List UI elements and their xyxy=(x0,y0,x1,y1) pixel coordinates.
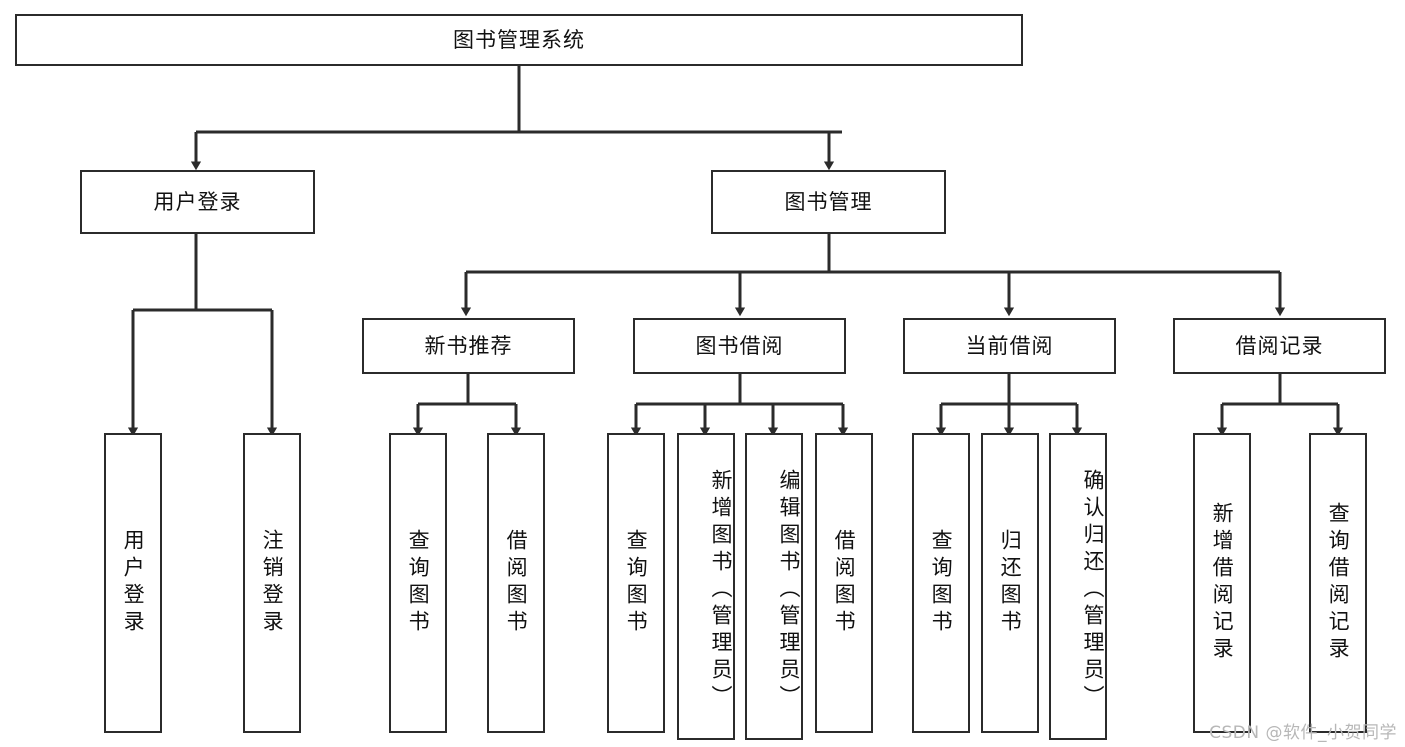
node-leaf-logout-login[interactable]: 注销登录 xyxy=(243,433,301,733)
node-leaf-edit-book-label: 编辑图书（管理员） xyxy=(777,469,801,712)
node-leaf-query-book-2-label: 查询图书 xyxy=(624,529,649,637)
node-leaf-logout-login-label: 注销登录 xyxy=(260,529,285,637)
node-leaf-query-book-2[interactable]: 查询图书 xyxy=(607,433,665,733)
node-leaf-add-record[interactable]: 新增借阅记录 xyxy=(1193,433,1251,733)
node-new-book-recommend[interactable]: 新书推荐 xyxy=(362,318,575,374)
node-root[interactable]: 图书管理系统 xyxy=(15,14,1023,66)
node-user-login-label: 用户登录 xyxy=(153,189,242,214)
node-leaf-borrow-book-1[interactable]: 借阅图书 xyxy=(487,433,545,733)
node-new-book-recommend-label: 新书推荐 xyxy=(424,333,513,358)
node-book-manage[interactable]: 图书管理 xyxy=(711,170,946,234)
node-borrow-record-label: 借阅记录 xyxy=(1235,333,1324,358)
node-root-label: 图书管理系统 xyxy=(453,27,585,52)
node-borrow-record[interactable]: 借阅记录 xyxy=(1173,318,1386,374)
node-leaf-borrow-book-2-label: 借阅图书 xyxy=(832,529,857,637)
node-leaf-add-record-label: 新增借阅记录 xyxy=(1210,502,1235,664)
node-leaf-user-login-label: 用户登录 xyxy=(121,529,146,637)
node-leaf-confirm-return[interactable]: 确认归还（管理员） xyxy=(1049,433,1107,740)
node-current-borrow-label: 当前借阅 xyxy=(965,333,1054,358)
node-leaf-borrow-book-1-label: 借阅图书 xyxy=(504,529,529,637)
node-leaf-confirm-return-label: 确认归还（管理员） xyxy=(1081,469,1105,712)
node-leaf-return-book-label: 归还图书 xyxy=(998,529,1023,637)
node-leaf-query-record[interactable]: 查询借阅记录 xyxy=(1309,433,1367,733)
node-leaf-edit-book[interactable]: 编辑图书（管理员） xyxy=(745,433,803,740)
node-leaf-add-book-label: 新增图书（管理员） xyxy=(709,469,733,712)
node-leaf-add-book[interactable]: 新增图书（管理员） xyxy=(677,433,735,740)
node-leaf-query-book-1-label: 查询图书 xyxy=(406,529,431,637)
node-book-borrow[interactable]: 图书借阅 xyxy=(633,318,846,374)
node-leaf-query-book-1[interactable]: 查询图书 xyxy=(389,433,447,733)
node-current-borrow[interactable]: 当前借阅 xyxy=(903,318,1116,374)
node-leaf-query-book-3[interactable]: 查询图书 xyxy=(912,433,970,733)
node-user-login[interactable]: 用户登录 xyxy=(80,170,315,234)
node-book-borrow-label: 图书借阅 xyxy=(695,333,784,358)
node-leaf-user-login[interactable]: 用户登录 xyxy=(104,433,162,733)
node-leaf-query-book-3-label: 查询图书 xyxy=(929,529,954,637)
node-leaf-query-record-label: 查询借阅记录 xyxy=(1326,502,1351,664)
node-leaf-borrow-book-2[interactable]: 借阅图书 xyxy=(815,433,873,733)
node-leaf-return-book[interactable]: 归还图书 xyxy=(981,433,1039,733)
node-book-manage-label: 图书管理 xyxy=(784,189,873,214)
